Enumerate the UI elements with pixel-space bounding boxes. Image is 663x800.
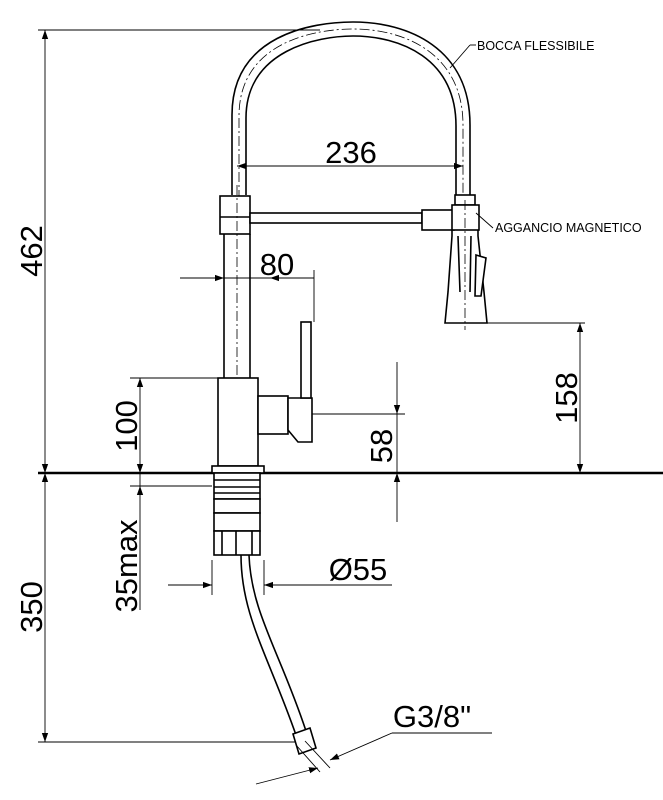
label-offset: 80 [260,247,294,282]
fixing-bracket [213,512,261,532]
lever-handle [300,321,312,399]
dim-line-thread-left [255,767,319,785]
fixing-sleeve [213,530,261,556]
magnetic-hook [421,209,455,231]
supply-hose-left [240,554,297,736]
label-handle-height: 58 [364,429,399,463]
reference-lines [38,29,663,743]
spray-head-top [451,204,480,231]
label-thread: G3/8" [393,699,471,734]
label-spout-clearance: 158 [549,372,584,424]
callout-magnetic-hook: AGGANCIO MAGNETICO [495,221,642,235]
label-body-height: 100 [109,400,144,452]
spray-head [444,230,488,324]
main-body [217,377,259,467]
flexible-spout-outer [231,21,471,195]
label-hose-length: 350 [14,581,49,633]
faucet-body [211,21,488,756]
dim-line-thread-right [329,732,393,761]
callout-flexible-spout: BOCCA FLESSIBILE [477,39,594,53]
upper-collar [219,195,251,235]
base-flange [211,465,265,474]
spout-centerline [238,28,464,200]
lever-base [287,397,313,443]
label-overall-height: 462 [14,225,49,277]
spray-button [474,253,487,297]
supply-hose-right [248,554,307,732]
mounting-shank [213,472,261,500]
magnetic-bracket-arm [249,212,423,224]
label-max-thickness: 35max [109,519,144,613]
hose-connector [292,726,317,756]
label-diameter: Ø55 [329,552,388,587]
label-reach: 236 [325,135,377,170]
dimension-lines [41,30,584,785]
dimension-labels: 462 350 236 80 100 35max 158 58 Ø55 G3/8… [14,39,642,734]
handle-hub [257,395,289,435]
flexible-spout-inner [245,35,457,195]
fixing-nut [213,498,261,514]
